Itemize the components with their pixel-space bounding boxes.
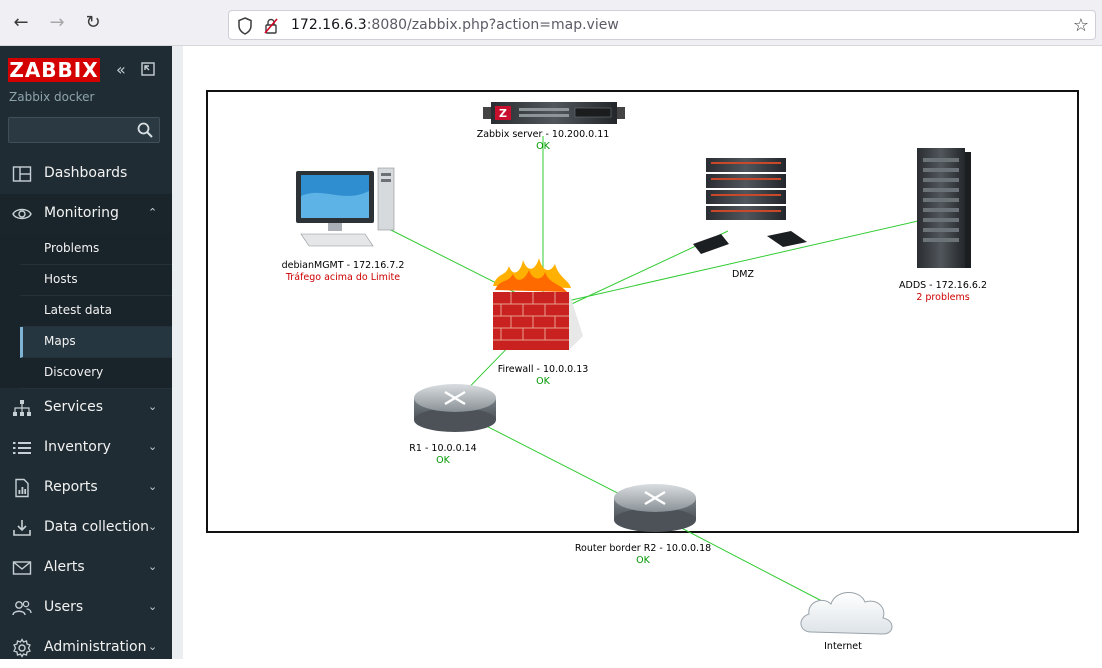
router-r1-icon[interactable]: [414, 384, 496, 432]
network-map: Z: [296, 102, 971, 635]
address-bar[interactable]: 172.16.6.3:8080/zabbix.php?action=map.vi…: [228, 10, 1096, 40]
server-name: Zabbix docker: [9, 90, 95, 104]
map-canvas: Z: [183, 46, 1102, 659]
back-arrow-icon[interactable]: ←: [13, 12, 29, 33]
submenu-latest-data[interactable]: Latest data: [20, 296, 172, 327]
chevron-down-icon: ⌄: [148, 480, 158, 493]
internet-label: Internet: [824, 641, 862, 652]
menu-label: Administration: [44, 639, 147, 655]
ads-tower-server-icon[interactable]: [917, 148, 971, 268]
menu-inventory[interactable]: Inventory ⌄: [0, 428, 172, 468]
submenu-maps[interactable]: Maps: [20, 327, 172, 358]
search-input[interactable]: [8, 117, 160, 143]
map-frame: [206, 90, 1079, 533]
menu-dashboards[interactable]: Dashboards: [0, 154, 172, 194]
r2-label: Router border R2 - 10.0.0.18: [574, 543, 712, 554]
zabbix-server-status: OK: [536, 141, 550, 152]
bookmark-star-icon[interactable]: ☆: [1072, 15, 1089, 36]
zabbix-server-label: Zabbix server - 10.200.0.11: [476, 129, 610, 140]
submenu-label: Hosts: [44, 272, 78, 286]
menu-label: Alerts: [44, 559, 85, 575]
url-text: 172.16.6.3:8080/zabbix.php?action=map.vi…: [291, 17, 619, 33]
debian-label: debianMGMT - 172.16.7.2: [281, 260, 405, 271]
menu-label: Services: [44, 399, 104, 415]
firewall-status: OK: [536, 376, 550, 387]
menu-reports[interactable]: Reports ⌄: [0, 468, 172, 508]
submenu-label: Latest data: [44, 303, 112, 317]
envelope-icon: [12, 561, 32, 575]
collapse-sidebar-icon[interactable]: «: [116, 60, 126, 79]
svg-text:Z: Z: [499, 107, 507, 120]
insecure-lock-icon: [264, 18, 278, 34]
menu-monitoring[interactable]: Monitoring ⌃: [0, 194, 172, 234]
adds-status: 2 problems: [916, 292, 970, 303]
menu-label: Data collection: [44, 519, 150, 535]
zabbix-logo[interactable]: ZABBIX: [8, 58, 100, 82]
dashboard-icon: [12, 166, 32, 182]
kiosk-mode-icon[interactable]: [141, 62, 155, 76]
dmz-server-stack-icon[interactable]: [693, 158, 807, 254]
menu-alerts[interactable]: Alerts ⌄: [0, 548, 172, 588]
report-icon: [15, 478, 29, 498]
chevron-down-icon: ⌄: [148, 440, 158, 453]
router-r2-icon[interactable]: [614, 484, 696, 532]
shield-icon: [238, 17, 252, 35]
menu-services[interactable]: Services ⌄: [0, 388, 172, 428]
menu-data-collection[interactable]: Data collection ⌄: [0, 508, 172, 548]
sidebar: ZABBIX « Zabbix docker Dashboards Monito…: [0, 46, 172, 659]
internet-cloud-icon[interactable]: [800, 592, 893, 635]
firewall-icon[interactable]: [493, 258, 583, 350]
download-icon: [13, 520, 31, 536]
main-content: Z: [172, 46, 1102, 659]
chevron-down-icon: ⌄: [148, 400, 158, 413]
chevron-down-icon: ⌄: [148, 600, 158, 613]
menu-users[interactable]: Users ⌄: [0, 588, 172, 628]
map-links: [382, 136, 919, 613]
r1-label: R1 - 10.0.0.14: [409, 443, 477, 454]
firewall-label: Firewall - 10.0.0.13: [497, 364, 589, 375]
submenu-problems[interactable]: Problems: [20, 234, 172, 265]
menu-label: Users: [44, 599, 84, 615]
chevron-down-icon: ⌄: [148, 560, 158, 573]
dmz-label: DMZ: [731, 269, 755, 280]
submenu-label: Maps: [44, 334, 76, 348]
zabbix-server-icon[interactable]: Z: [483, 102, 625, 124]
users-icon: [12, 600, 32, 616]
adds-label: ADDS - 172.16.6.2: [899, 280, 987, 291]
debian-status: Tráfego acima do Limite: [285, 272, 401, 283]
eye-icon: [12, 208, 32, 220]
submenu-label: Discovery: [44, 365, 104, 379]
chevron-down-icon: ⌄: [148, 520, 158, 533]
search-icon[interactable]: [136, 121, 154, 139]
chevron-up-icon: ⌃: [148, 206, 158, 219]
r2-status: OK: [636, 555, 650, 566]
forward-arrow-icon[interactable]: →: [49, 12, 65, 33]
menu-label: Monitoring: [44, 205, 119, 221]
menu-label: Reports: [44, 479, 98, 495]
monitoring-submenu: Problems Hosts Latest data Maps Discover…: [0, 234, 172, 389]
submenu-label: Problems: [44, 241, 100, 255]
r1-status: OK: [436, 455, 450, 466]
link-adds-firewall[interactable]: [562, 220, 919, 303]
reload-icon[interactable]: ↻: [85, 12, 101, 33]
browser-toolbar: ← → ↻ 172.16.6.3:8080/zabbix.php?action=…: [0, 0, 1102, 46]
desktop-computer-icon[interactable]: [296, 167, 395, 247]
chevron-down-icon: ⌄: [148, 640, 158, 653]
submenu-hosts[interactable]: Hosts: [20, 265, 172, 296]
submenu-discovery[interactable]: Discovery: [20, 358, 172, 389]
gear-icon: [13, 638, 31, 658]
services-tree-icon: [13, 400, 31, 416]
menu-administration[interactable]: Administration ⌄: [0, 628, 172, 668]
menu-label: Dashboards: [44, 165, 128, 181]
list-icon: [13, 442, 31, 454]
menu-label: Inventory: [44, 439, 111, 455]
